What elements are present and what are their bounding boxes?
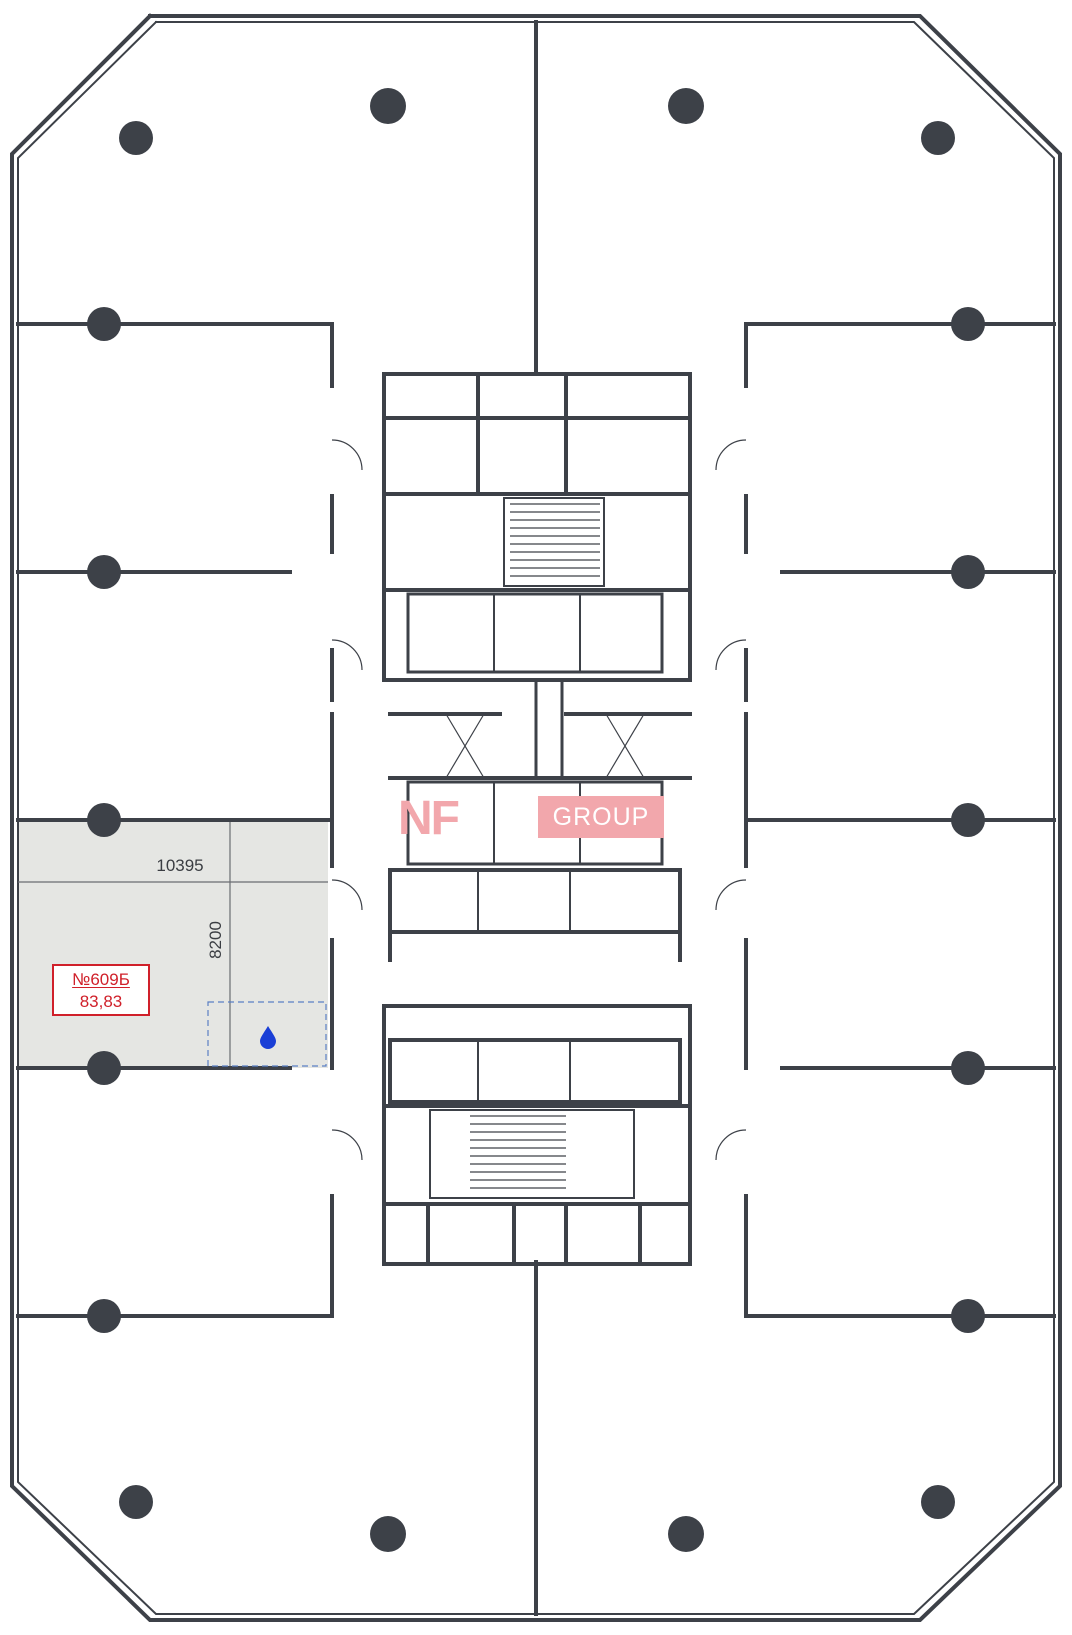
unit-width-dimension: 10395 — [156, 856, 204, 875]
watermark-logo: NF GROUP — [398, 792, 664, 845]
unit-609b-highlight[interactable] — [18, 820, 328, 1068]
unit-label[interactable]: №609Б 83,83 — [52, 964, 150, 1016]
core-lower — [382, 1004, 692, 1266]
columns — [87, 88, 985, 1552]
unit-number: №609Б — [72, 970, 130, 989]
watermark-mark: NF — [398, 792, 460, 845]
dimension-lines — [18, 822, 328, 1066]
stairs-upper — [510, 503, 600, 577]
door-swings — [331, 439, 747, 1161]
water-drop-icon — [260, 1026, 276, 1049]
outer-wall — [10, 13, 1062, 1622]
wet-zone-outline — [207, 1001, 327, 1067]
outer-wall-inner — [17, 20, 1055, 1615]
stairs-lower — [470, 1115, 566, 1189]
watermark-group: GROUP — [538, 796, 664, 838]
unit-height-dimension: 8200 — [206, 921, 225, 959]
unit-area: 83,83 — [79, 992, 123, 1011]
